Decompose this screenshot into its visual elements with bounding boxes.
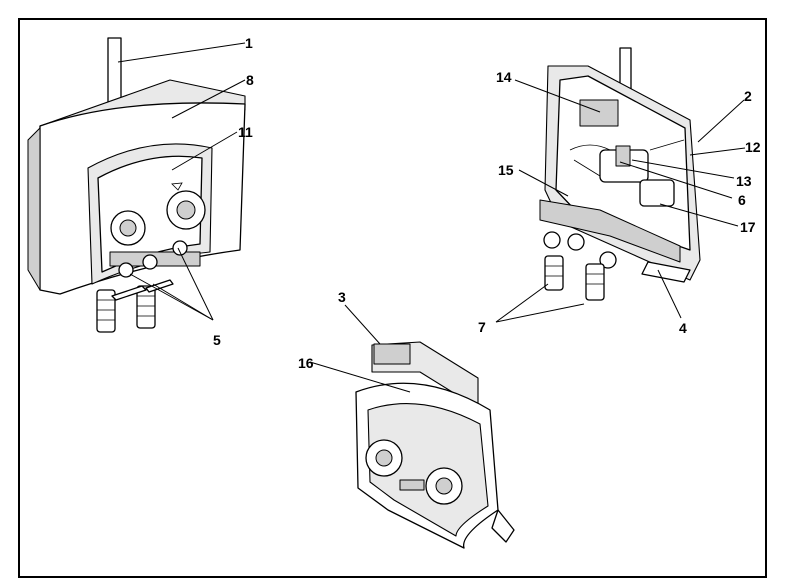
front-cover-inner bbox=[367, 402, 489, 537]
valve-lever-left bbox=[111, 285, 147, 301]
open-heater-assembly bbox=[539, 47, 701, 301]
callout-7: 7 bbox=[478, 319, 486, 335]
cover-knob-right-center bbox=[435, 477, 453, 495]
callout-11: 11 bbox=[238, 124, 253, 140]
valve-r2 bbox=[567, 233, 585, 251]
hose-ribbing bbox=[97, 295, 155, 321]
valve-r3 bbox=[599, 251, 617, 269]
hose-r-ribbing bbox=[545, 265, 604, 285]
callout-2: 2 bbox=[744, 88, 752, 104]
component-3 bbox=[373, 343, 411, 365]
callout-14: 14 bbox=[496, 69, 512, 85]
element-14 bbox=[579, 99, 619, 127]
callout-15: 15 bbox=[498, 162, 514, 178]
hose-r2 bbox=[585, 263, 605, 301]
cover-switch bbox=[399, 479, 425, 491]
leader-lines bbox=[117, 42, 746, 393]
valve-1 bbox=[118, 262, 134, 278]
hose-left bbox=[96, 289, 116, 333]
knob-center-left bbox=[119, 219, 137, 237]
closed-heater-assembly bbox=[27, 37, 246, 333]
callout-16: 16 bbox=[298, 355, 314, 371]
cover-clip bbox=[491, 509, 515, 543]
callout-1: 1 bbox=[245, 35, 253, 51]
callout-6: 6 bbox=[738, 192, 746, 208]
valve-3 bbox=[172, 240, 188, 256]
callout-3: 3 bbox=[338, 289, 346, 305]
knob-center-right bbox=[176, 200, 196, 220]
callout-17: 17 bbox=[740, 219, 756, 235]
valve-r1 bbox=[543, 231, 561, 249]
heater-side bbox=[27, 127, 41, 291]
hose-r1 bbox=[544, 255, 564, 291]
arrow-indicator bbox=[171, 182, 183, 191]
valve-6 bbox=[615, 145, 631, 167]
component-17 bbox=[639, 179, 675, 207]
bracket-4 bbox=[641, 261, 691, 283]
hose-right bbox=[136, 285, 156, 329]
callout-4: 4 bbox=[679, 320, 687, 336]
front-cover-assembly bbox=[355, 341, 515, 549]
cover-knob-left-center bbox=[375, 449, 393, 467]
valve-lever-right bbox=[145, 279, 174, 293]
callout-8: 8 bbox=[246, 72, 254, 88]
callout-12: 12 bbox=[745, 139, 761, 155]
bottom-manifold bbox=[539, 199, 681, 263]
valve-2 bbox=[142, 254, 158, 270]
internal-wiring bbox=[569, 139, 685, 177]
callout-13: 13 bbox=[736, 173, 752, 189]
callout-5: 5 bbox=[213, 332, 221, 348]
